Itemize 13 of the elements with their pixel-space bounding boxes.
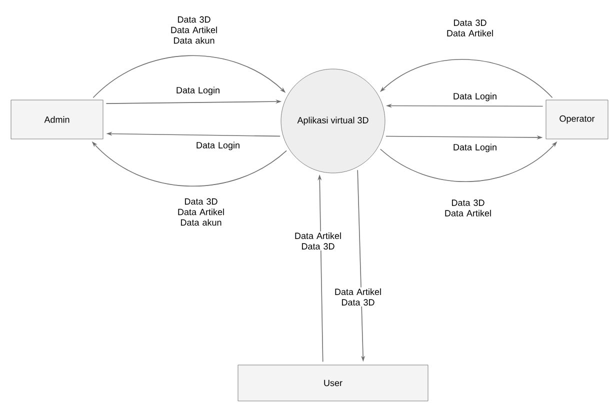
edge-label: Data Login xyxy=(173,86,223,96)
edge-label: Data Login xyxy=(450,92,500,102)
edge-label: Data Login xyxy=(450,142,500,154)
entity-box: Operator xyxy=(546,100,608,140)
edge-label: Data Artikel Data 3D xyxy=(293,231,343,251)
edge-label: Data 3D Data Artikel xyxy=(443,198,493,218)
edge-label: Data 3D Data Artikel xyxy=(445,18,495,38)
edge-label: Data Artikel Data 3D xyxy=(333,287,383,307)
entity-box: Admin xyxy=(10,100,104,140)
edge-label: Data 3D Data Artikel Data akun xyxy=(176,197,226,227)
entity-box: User xyxy=(238,364,428,402)
edge-label: Data 3D Data Artikel Data akun xyxy=(169,15,219,45)
edge-label: Data Login xyxy=(193,140,243,152)
